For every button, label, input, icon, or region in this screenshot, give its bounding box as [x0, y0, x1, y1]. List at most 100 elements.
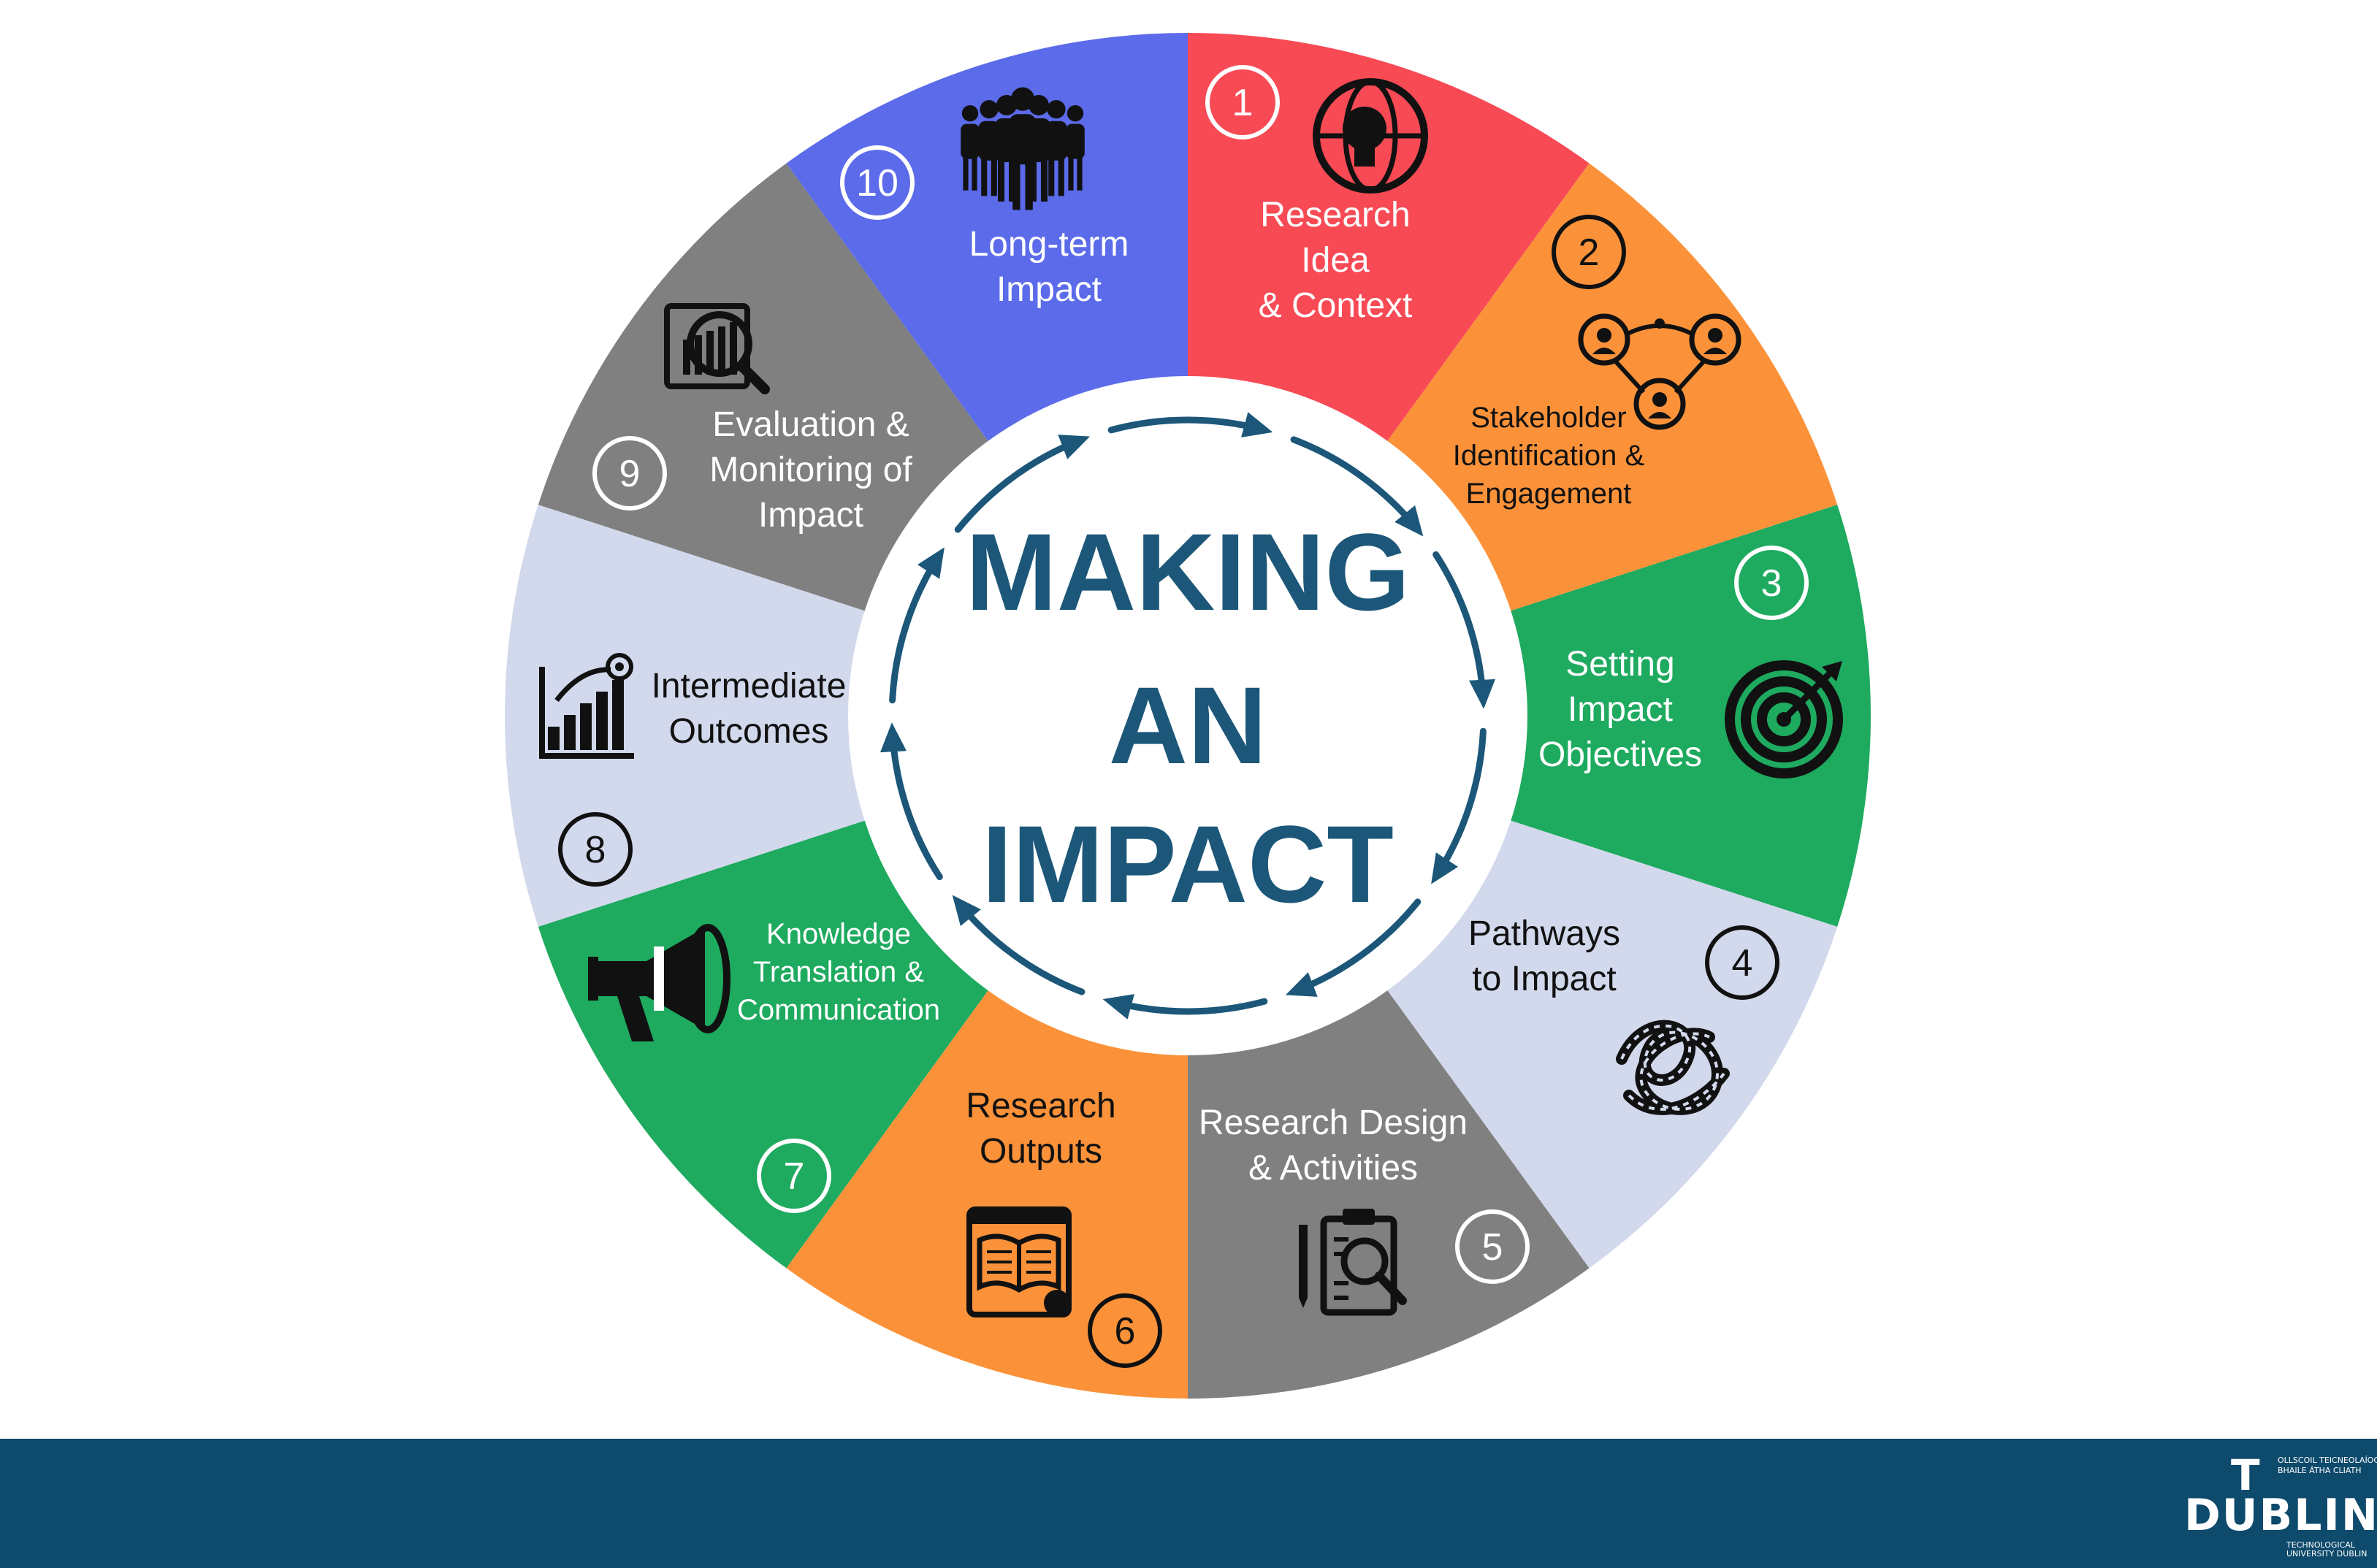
number-badge-text: 7	[784, 1155, 805, 1198]
segment-label-line: Outcomes	[669, 712, 829, 751]
arrowhead-3	[1469, 678, 1495, 709]
tu-dublin-logo: T OLLSCOIL TEICNEOLAÍOCHTA BHAILE ÁTHA C…	[2184, 1447, 2377, 1559]
segment-label-line: Pathways	[1468, 914, 1620, 953]
number-badge-ring	[1205, 65, 1280, 139]
segment-label-line: Impact	[758, 496, 863, 535]
logo-irish-line-2: BHAILE ÁTHA CLIATH	[2278, 1466, 2362, 1475]
number-badge-ring	[558, 812, 633, 887]
arrowhead-4	[1431, 852, 1458, 884]
number-badge-ring	[1552, 215, 1626, 289]
segment-label-line: & Context	[1259, 286, 1413, 325]
segment-label-line: Impact	[1568, 690, 1673, 729]
title-line-an: AN	[1109, 664, 1267, 787]
number-badge-1: 1	[1205, 65, 1280, 139]
segment-label-4: Pathways to Impact	[1468, 914, 1620, 998]
number-badge-text: 3	[1761, 562, 1782, 605]
number-badge-text: 5	[1482, 1226, 1503, 1269]
segment-label-line: Engagement	[1466, 478, 1632, 510]
number-badge-ring	[1455, 1209, 1530, 1284]
number-badge-ring	[1734, 546, 1809, 620]
number-badge-8: 8	[558, 812, 633, 887]
target-icon	[1725, 660, 1843, 779]
segment-label-line: Evaluation &	[712, 405, 909, 444]
segment-label-line: Monitoring of	[709, 451, 912, 489]
cycle-arrows	[880, 412, 1495, 1020]
segment-label-line: Research	[1260, 196, 1410, 234]
segment-label-line: Objectives	[1538, 735, 1702, 774]
number-badge-text: 2	[1579, 232, 1600, 274]
segment-label-line: Translation &	[753, 956, 925, 988]
logo-letter-t: T	[2231, 1450, 2260, 1500]
segment-label-line: & Activities	[1248, 1149, 1418, 1188]
segment-label-line: Intermediate	[652, 667, 847, 705]
logo-irish-line-1: OLLSCOIL TEICNEOLAÍOCHTA	[2278, 1456, 2377, 1465]
number-badge-ring	[1088, 1293, 1162, 1368]
number-badge-4: 4	[1705, 925, 1779, 1000]
report-magnifier-icon	[664, 303, 770, 394]
number-badge-text: 9	[619, 453, 641, 495]
segment-label-line: Stakeholder	[1470, 402, 1626, 434]
arrowhead-2	[1394, 505, 1424, 537]
segment-label-line: Communication	[737, 994, 940, 1026]
segment-3	[1188, 505, 1871, 927]
arrowhead-6	[1102, 994, 1134, 1020]
logo-english-line-1: TECHNOLOGICAL	[2286, 1540, 2356, 1550]
segment-label-9: Evaluation & Monitoring of Impact	[709, 405, 912, 535]
number-badge-10: 10	[840, 145, 915, 220]
arrowhead-10	[1058, 435, 1091, 459]
center-disc	[848, 376, 1527, 1055]
number-badge-text: 8	[585, 829, 606, 871]
number-badge-7: 7	[757, 1139, 831, 1213]
number-badge-6: 6	[1088, 1293, 1162, 1368]
arrowhead-9	[917, 547, 945, 579]
segment-label-line: to Impact	[1472, 960, 1616, 998]
footer-bar: T OLLSCOIL TEICNEOLAÍOCHTA BHAILE ÁTHA C…	[0, 1439, 2377, 1568]
number-badge-ring	[1705, 925, 1779, 1000]
segment-label-line: Knowledge	[766, 918, 911, 950]
tangled-roads-icon	[1616, 1020, 1730, 1115]
segment-numbers: 1 2 3 4 5 6 7 8 9 10	[558, 65, 1809, 1368]
clipboard-magnifier-icon	[1299, 1209, 1407, 1316]
number-badge-text: 1	[1232, 82, 1254, 124]
segment-label-5: Research Design & Activities	[1199, 1104, 1468, 1188]
arrowhead-7	[952, 895, 981, 926]
arrowhead-1	[1241, 412, 1273, 437]
stakeholder-network-icon	[1578, 313, 1741, 430]
segment-label-line: Research Design	[1199, 1104, 1468, 1142]
segment-8	[505, 505, 1188, 927]
number-badge-ring	[840, 145, 915, 220]
number-badge-2: 2	[1552, 215, 1626, 289]
number-badge-ring	[592, 436, 667, 510]
segment-icons	[539, 78, 1843, 1317]
number-badge-9: 9	[592, 436, 667, 510]
segment-label-line: Outputs	[980, 1132, 1102, 1171]
logo-english-line-2: UNIVERSITY DUBLIN	[2286, 1549, 2368, 1559]
segment-label-line: Identification &	[1453, 440, 1645, 472]
segment-label-line: Research	[966, 1087, 1115, 1125]
number-badge-3: 3	[1734, 546, 1809, 620]
growth-chart-target-icon	[539, 653, 634, 759]
arrowhead-5	[1285, 972, 1318, 997]
segment-label-line: Setting	[1565, 645, 1674, 684]
number-badge-5: 5	[1455, 1209, 1530, 1284]
megaphone-icon	[588, 924, 730, 1041]
segment-label-line: Idea	[1301, 241, 1370, 280]
segment-label-line: Impact	[996, 270, 1102, 309]
number-badge-text: 4	[1732, 942, 1753, 984]
open-book-browser-icon	[966, 1206, 1072, 1317]
number-badge-text: 10	[856, 162, 898, 204]
center-title: MAKING AN IMPACT	[966, 510, 1410, 925]
people-group-icon	[961, 87, 1085, 210]
number-badge-text: 6	[1115, 1310, 1136, 1353]
title-line-making: MAKING	[966, 510, 1410, 633]
number-badge-ring	[757, 1139, 831, 1213]
